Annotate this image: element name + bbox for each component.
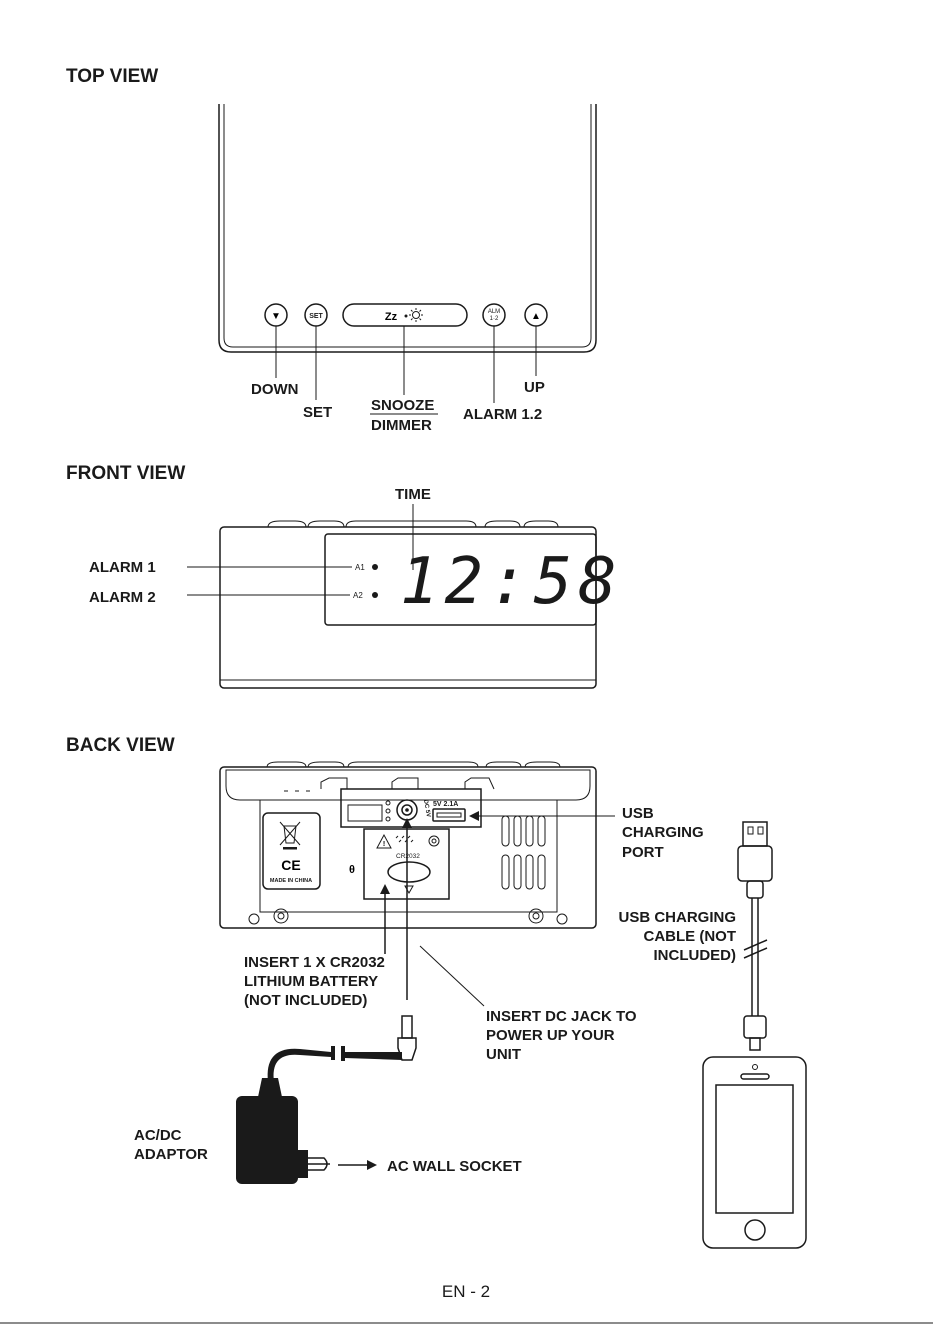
set-button-label: SET (309, 313, 323, 320)
a2-indicator-label: A2 (353, 591, 363, 600)
front-view-callouts (187, 504, 414, 596)
label-usb-port-3: PORT (622, 844, 664, 861)
lcd-display (324, 533, 597, 626)
lock-circle-icon (428, 835, 440, 847)
time-display: 12:58 (400, 545, 623, 619)
label-alarm-12: ALARM 1.2 (463, 406, 542, 423)
label-wall-socket: AC WALL SOCKET (387, 1158, 522, 1175)
back-view-callouts (380, 811, 615, 1007)
dc-plug-cable (258, 1015, 417, 1097)
dc-rating-label: DC 5V (422, 799, 431, 817)
label-dc-jack-3: UNIT (486, 1046, 521, 1063)
a1-indicator-label: A1 (355, 563, 365, 572)
warning-triangle-icon (376, 833, 392, 849)
usb-cable (737, 821, 773, 1051)
label-down: DOWN (251, 381, 299, 398)
heading-back-view: BACK VIEW (66, 735, 175, 756)
label-usb-cable-1: USB CHARGING (618, 909, 736, 926)
clock-front-view (219, 520, 597, 689)
label-adaptor-2: ADAPTOR (134, 1146, 208, 1163)
made-in-label: MADE IN CHINA (270, 878, 312, 884)
label-dc-jack-1: INSERT DC JACK TO (486, 1008, 637, 1025)
separator-dot (404, 314, 408, 318)
label-usb-cable-2: CABLE (NOT (644, 928, 737, 945)
battery-type-label: CR2032 (396, 853, 420, 860)
snooze-icon: Zz (385, 311, 398, 323)
usb-rating-label: 5V 2.1A (433, 801, 458, 808)
page-number: EN - 2 (442, 1282, 490, 1301)
clock-back-view: θ (219, 761, 597, 929)
label-up: UP (524, 379, 545, 396)
alm-number-label: 1·2 (490, 316, 499, 322)
usb-port[interactable] (432, 808, 466, 822)
vent-slots (501, 815, 546, 890)
down-button[interactable]: ▼ (264, 303, 288, 327)
alm-label: ALM (488, 309, 500, 315)
cable-break-icon (743, 939, 768, 959)
label-usb-port-1: USB (622, 805, 654, 822)
label-battery-1: INSERT 1 X CR2032 (244, 954, 385, 971)
top-view-callouts (275, 326, 537, 415)
dimmer-sun-icon (409, 308, 423, 322)
weee-bin-icon (279, 821, 301, 850)
label-battery-2: LITHIUM BATTERY (244, 973, 378, 990)
ac-dc-adaptor-icon (236, 1096, 330, 1184)
heading-top-view: TOP VIEW (66, 66, 158, 87)
down-arrow-icon: ▼ (271, 311, 281, 322)
warning-exclamation: ! (383, 841, 385, 848)
heading-front-view: FRONT VIEW (66, 463, 185, 484)
coin-battery-icon (387, 861, 431, 883)
label-time: TIME (395, 486, 431, 503)
label-set: SET (303, 404, 332, 421)
display-window (347, 804, 383, 822)
label-dc-jack-2: POWER UP YOUR (486, 1027, 615, 1044)
up-button[interactable]: ▲ (524, 303, 548, 327)
label-battery-3: (NOT INCLUDED) (244, 992, 367, 1009)
label-usb-cable-3: INCLUDED) (654, 947, 737, 964)
clock-top-view (218, 104, 597, 353)
alarm1-dot-icon (372, 564, 378, 570)
up-arrow-icon: ▲ (531, 311, 541, 322)
smartphone-icon (702, 1056, 807, 1249)
alarm2-dot-icon (372, 592, 378, 598)
ce-mark-icon: CE (281, 857, 300, 873)
arrow-to-socket-icon (338, 1160, 377, 1170)
screw-mark: θ (349, 864, 355, 876)
compliance-label: CE MADE IN CHINA (262, 812, 321, 890)
label-alarm-2: ALARM 2 (89, 589, 156, 606)
label-snooze: SNOOZE (371, 397, 434, 414)
label-adaptor-1: AC/DC (134, 1127, 182, 1144)
label-usb-port-2: CHARGING (622, 824, 704, 841)
label-alarm-1: ALARM 1 (89, 559, 156, 576)
dc-jack-port[interactable] (396, 799, 418, 821)
alarm-button[interactable]: ALM 1·2 (482, 303, 506, 327)
set-button[interactable]: SET (304, 303, 328, 327)
snooze-dimmer-button[interactable]: Zz (342, 303, 468, 327)
label-dimmer: DIMMER (371, 417, 432, 434)
